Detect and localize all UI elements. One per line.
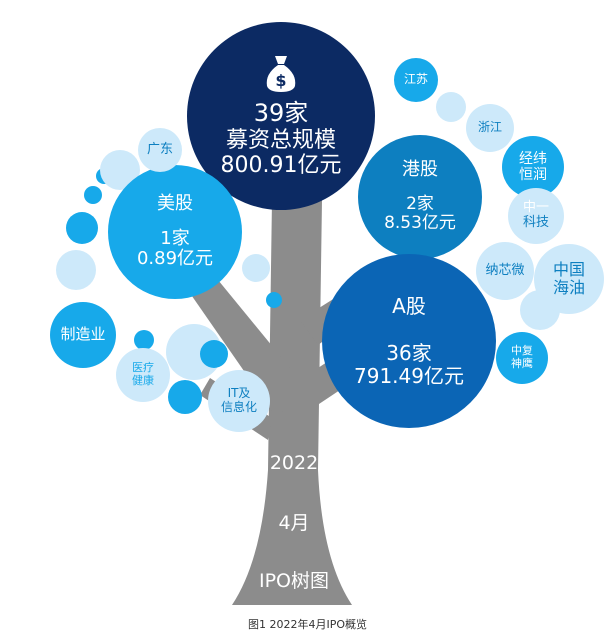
total-count: 39家 xyxy=(253,98,309,127)
trunk-year: 2022 xyxy=(269,452,319,474)
tag-jiangsu: 江苏 xyxy=(394,58,438,102)
tag-cnooc: 中国 海油 xyxy=(534,244,604,314)
tag-zhongfu-shenying: 中复 神鹰 xyxy=(496,332,548,384)
a-stock-amount: 791.49亿元 xyxy=(354,363,464,388)
total-amount: 800.91亿元 xyxy=(220,152,342,178)
us-stock-amount: 0.89亿元 xyxy=(136,248,214,270)
a-stock-count: 36家 xyxy=(386,340,432,365)
figure-caption: 图1 2022年4月IPO概览 xyxy=(247,618,368,631)
tag-medical: 医疗 健康 xyxy=(116,348,170,402)
pale-bubble xyxy=(134,330,154,350)
tag-guangdong: 广东 xyxy=(138,128,182,172)
tag-nanochip: 纳芯微 xyxy=(476,242,534,300)
tag-zhongyi-tech: 中一 科技 xyxy=(508,188,564,244)
pale-bubble xyxy=(200,340,228,368)
pale-bubble xyxy=(66,212,98,244)
us-stock-count: 1家 xyxy=(160,227,190,249)
svg-text:$: $ xyxy=(275,71,286,90)
pale-bubble xyxy=(266,292,282,308)
tag-it: IT及 信息化 xyxy=(208,370,270,432)
total-fundraising-bubble: $ 39家 募资总规模 800.91亿元 xyxy=(187,22,375,210)
pale-bubble xyxy=(168,380,202,414)
trunk-month: 4月 xyxy=(278,512,310,534)
a-stock-bubble: A股 36家 791.49亿元 xyxy=(322,254,496,428)
pale-bubble xyxy=(84,186,102,204)
us-stock-bubble: 美股 1家 0.89亿元 xyxy=(108,165,242,299)
tag-jingwei-hengrun: 经纬 恒润 xyxy=(502,136,564,198)
trunk-body xyxy=(232,200,352,605)
pale-bubble xyxy=(436,92,466,122)
pale-bubble xyxy=(56,250,96,290)
us-stock-name: 美股 xyxy=(157,192,193,214)
tag-manufacturing: 制造业 xyxy=(50,302,116,368)
hk-stock-name: 港股 xyxy=(402,159,438,181)
total-label: 募资总规模 xyxy=(225,127,336,153)
hk-stock-count: 2家 xyxy=(406,193,434,214)
hk-stock-bubble: 港股 2家 8.53亿元 xyxy=(358,135,482,259)
hk-stock-amount: 8.53亿元 xyxy=(384,213,456,234)
money-bag-icon: $ xyxy=(266,55,296,92)
tag-zhejiang: 浙江 xyxy=(466,104,514,152)
trunk-title: IPO树图 xyxy=(258,570,330,592)
pale-bubble xyxy=(242,254,270,282)
a-stock-name: A股 xyxy=(392,293,426,318)
